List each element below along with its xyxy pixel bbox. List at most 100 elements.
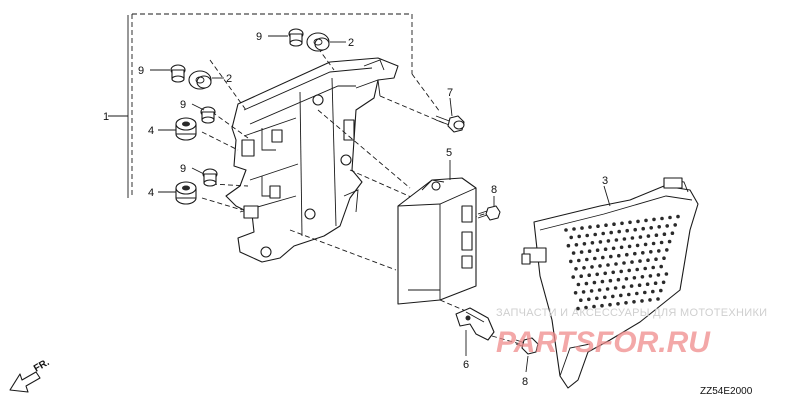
callout-9-b: 9 [138, 65, 144, 77]
perforation-hole [598, 264, 602, 268]
perforation-hole [633, 251, 637, 256]
perforation-hole [627, 268, 631, 273]
perforation-hole [592, 280, 597, 285]
perforation-hole [581, 290, 586, 294]
perforation-hole [668, 215, 672, 220]
front-direction-arrow-icon [9, 371, 41, 393]
perforation-hole [597, 288, 602, 292]
perforation-hole [640, 299, 644, 303]
perforation-hole [611, 246, 616, 251]
perforation-hole [584, 305, 588, 310]
front-direction-label: FR. [32, 357, 52, 375]
perforation-hole [632, 276, 637, 280]
perforation-hole [665, 248, 669, 252]
perforation-hole [633, 227, 637, 232]
collar-a [288, 28, 304, 47]
perforation-hole [584, 281, 589, 286]
perforation-hole [595, 272, 599, 277]
perforation-hole [656, 273, 661, 277]
perforation-hole [614, 262, 618, 266]
clip-bracket [455, 307, 495, 341]
perforation-hole [580, 226, 584, 230]
perforation-hole [611, 294, 615, 299]
perforation-hole [649, 226, 653, 230]
perforation-hole [659, 264, 663, 269]
perforation-hole [646, 234, 651, 238]
perforation-hole [630, 236, 635, 240]
perforation-hole [593, 232, 597, 237]
perforation-hole [596, 224, 600, 228]
perforation-hole [651, 265, 655, 270]
perforation-hole [620, 221, 624, 226]
perforation-hole [630, 260, 634, 264]
watermark-text: ЗАПЧАСТИ И АКСЕССУАРЫ ДЛЯ МОТОТЕХНИКИ [496, 307, 767, 319]
perforation-hole [657, 225, 661, 229]
perforation-hole [566, 243, 571, 248]
watermark-logo: PARTSFOR.RU [496, 326, 711, 359]
perforation-hole [579, 274, 583, 279]
perforation-hole [616, 302, 620, 306]
leader-lines [150, 35, 611, 373]
perforation-hole [636, 219, 640, 224]
perforation-hole [656, 297, 660, 301]
perforation-hole [625, 228, 629, 233]
perforation-hole [640, 275, 645, 279]
perforation-hole [595, 296, 599, 301]
callout-9-c: 9 [180, 99, 186, 111]
callout-5: 5 [446, 147, 452, 159]
perforation-hole [601, 255, 605, 260]
perforation-hole [649, 250, 653, 254]
perforation-hole [651, 241, 656, 246]
perforation-hole [600, 303, 604, 308]
perforation-hole [652, 217, 656, 222]
callout-6: 6 [463, 359, 469, 371]
perforation-hole [651, 289, 655, 294]
perforation-hole [571, 251, 576, 255]
perforation-hole [590, 265, 594, 269]
grommet-middle [188, 70, 212, 90]
perforation-hole [590, 241, 595, 245]
perforation-hole [585, 233, 589, 238]
perforation-hole [613, 286, 618, 290]
perforation-hole [585, 257, 589, 262]
perforation-hole [643, 290, 647, 295]
flange-bolt-8-lower [515, 337, 539, 355]
perforation-hole [608, 302, 612, 307]
perforation-hole [576, 282, 581, 287]
alignment-lines [201, 47, 521, 345]
perforation-hole [622, 237, 627, 241]
perforation-hole [627, 244, 632, 249]
perforation-hole [601, 231, 605, 236]
perforation-hole [661, 280, 666, 285]
perforation-hole [577, 234, 581, 239]
perforation-hole [588, 225, 592, 229]
perforation-hole [564, 228, 568, 232]
perforation-hole [603, 295, 607, 300]
perforation-hole [582, 242, 587, 246]
perforation-holes [564, 214, 680, 311]
perforation-hole [646, 258, 650, 263]
perforation-hole [603, 271, 607, 276]
callout-7: 7 [447, 87, 453, 99]
diagram-code: ZZ54E2000 [700, 386, 753, 397]
perforation-hole [587, 297, 591, 302]
holder-bracket [225, 57, 399, 263]
callout-2-middle: 2 [226, 73, 232, 85]
flange-bolt-7 [435, 115, 465, 133]
collar-b [170, 64, 186, 83]
perforation-hole [569, 259, 573, 264]
perforation-hole [619, 245, 624, 250]
grommet-top [306, 32, 330, 52]
perforation-hole [644, 218, 648, 223]
perforation-hole [576, 306, 580, 311]
perforation-hole [635, 267, 639, 272]
callout-9-d: 9 [180, 163, 186, 175]
perforation-hole [569, 235, 573, 240]
perforation-hole [627, 292, 631, 297]
perforation-hole [670, 231, 675, 235]
perforation-hole [617, 253, 621, 258]
perforation-hole [673, 223, 677, 227]
perforation-hole [662, 232, 667, 236]
perforation-hole [664, 272, 669, 276]
